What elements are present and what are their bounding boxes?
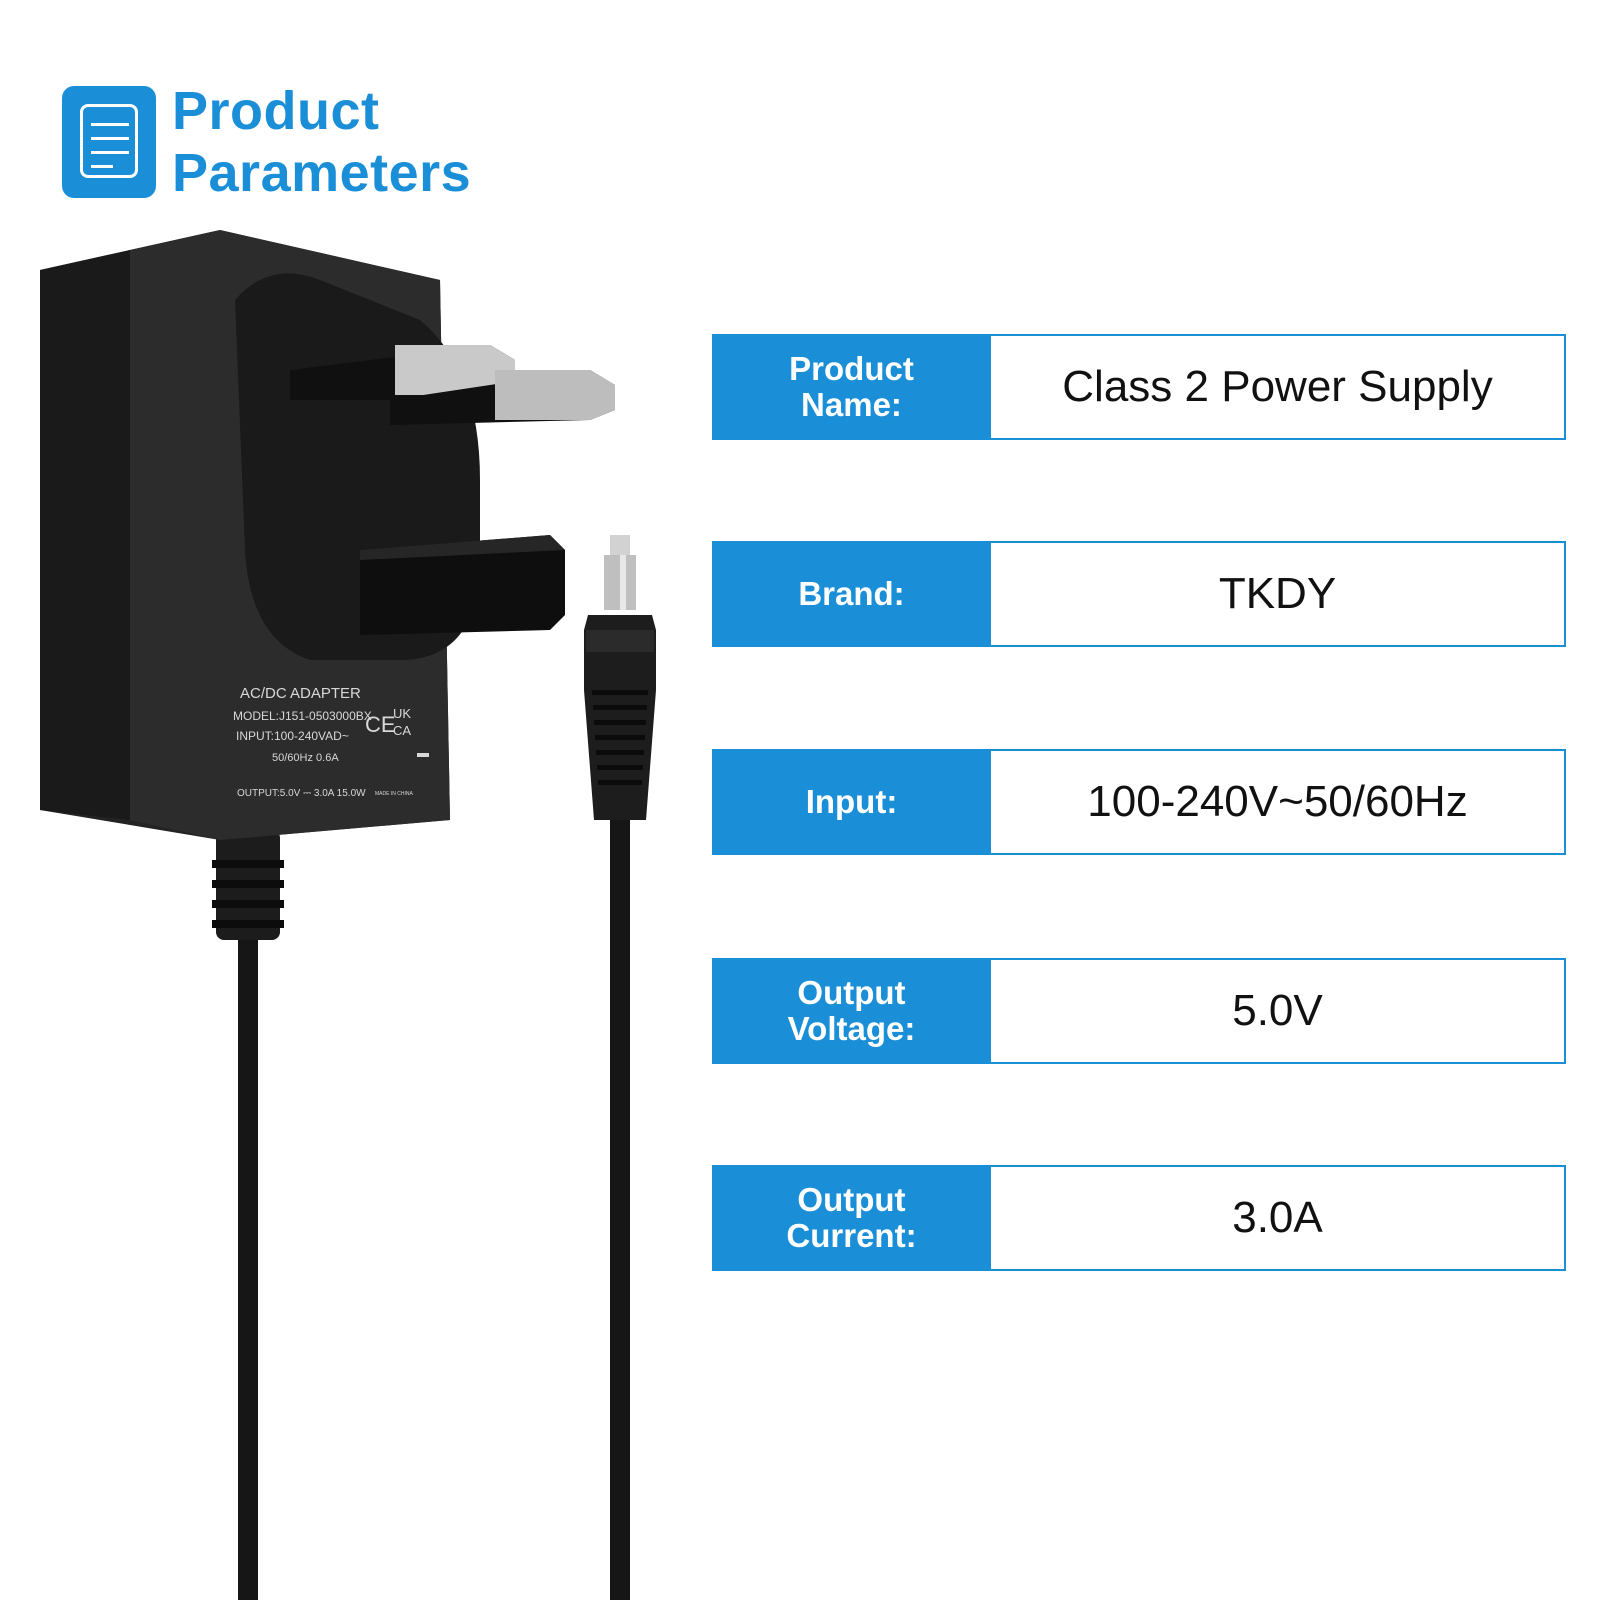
spec-label: Product Name:: [712, 334, 991, 440]
power-adapter-image: AC/DC ADAPTER MODEL:J151-0503000BX INPUT…: [40, 230, 656, 1600]
spec-row-output-voltage: Output Voltage: 5.0V: [712, 958, 1566, 1064]
adapter-cable: [238, 920, 258, 1600]
ce-mark: CE: [365, 712, 396, 737]
spec-label: Output Voltage:: [712, 958, 991, 1064]
plug-prongs: [290, 345, 615, 635]
section-header: Product Parameters: [62, 80, 471, 204]
label-input: INPUT:100-240VAD~: [236, 729, 349, 743]
label-frequency: 50/60Hz 0.6A: [272, 752, 339, 764]
adapter-label: AC/DC ADAPTER MODEL:J151-0503000BX INPUT…: [233, 685, 429, 799]
spec-row-input: Input: 100-240V~50/60Hz: [712, 749, 1566, 855]
spec-label: Output Current:: [712, 1165, 991, 1271]
label-made-in: MADE IN CHINA: [375, 791, 413, 797]
spec-row-brand: Brand: TKDY: [712, 541, 1566, 647]
spec-value: 5.0V: [991, 958, 1566, 1064]
spec-value: 3.0A: [991, 1165, 1566, 1271]
uk-mark: UK: [393, 706, 411, 721]
dc-cable: [610, 820, 630, 1600]
label-output: OUTPUT:5.0V ⎓ 3.0A 15.0W: [237, 788, 366, 799]
spec-label: Brand:: [712, 541, 991, 647]
spec-row-output-current: Output Current: 3.0A: [712, 1165, 1566, 1271]
spec-value: TKDY: [991, 541, 1566, 647]
document-icon: [62, 86, 156, 198]
adapter-strain-relief: [212, 830, 284, 940]
spec-value: Class 2 Power Supply: [991, 334, 1566, 440]
spec-value: 100-240V~50/60Hz: [991, 749, 1566, 855]
ca-mark: CA: [393, 723, 411, 738]
page-title: Product Parameters: [172, 80, 471, 204]
dc-barrel-connector: [584, 535, 656, 820]
title-line-1: Product: [172, 81, 380, 141]
title-line-2: Parameters: [172, 143, 472, 203]
spec-label: Input:: [712, 749, 991, 855]
adapter-body: [40, 230, 480, 840]
spec-row-product-name: Product Name: Class 2 Power Supply: [712, 334, 1566, 440]
label-title: AC/DC ADAPTER: [240, 685, 361, 702]
label-model: MODEL:J151-0503000BX: [233, 709, 372, 723]
